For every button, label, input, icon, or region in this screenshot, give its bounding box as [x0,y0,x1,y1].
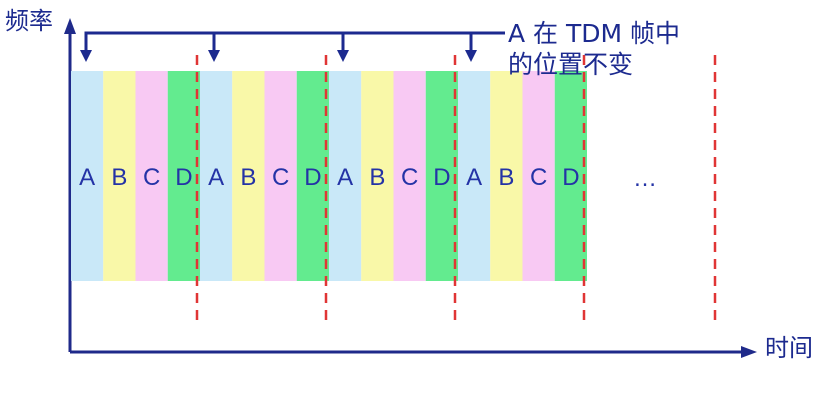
slot-c-frame-1 [135,71,168,281]
y-axis-label: 频率 [5,7,53,35]
slot-a-frame-2 [200,71,233,281]
y-axis-arrowhead [64,18,76,34]
frame-dividers [195,55,717,322]
bracket-arrow-3 [337,50,349,62]
slot-d-frame-1 [167,71,200,281]
a-position-bracket [80,31,505,62]
slot-b-frame-4 [490,71,523,281]
slot-label-c-frame-1: C [143,164,160,191]
bracket-arrow-1 [80,50,92,62]
slot-b-frame-3 [361,71,394,281]
x-axis-arrowhead [741,346,757,358]
slot-label-c-frame-3: C [401,164,418,191]
slot-d-frame-4 [554,71,587,281]
x-axis-label: 时间 [765,334,813,362]
slot-c-frame-2 [264,71,297,281]
slot-label-c-frame-2: C [272,164,289,191]
slot-label-d-frame-2: D [304,164,321,191]
slot-a-frame-1 [71,71,104,281]
slot-label-b-frame-1: B [111,164,127,191]
slot-label-d-frame-4: D [562,164,579,191]
slot-b-frame-1 [103,71,136,281]
bracket-arrow-4 [465,50,477,62]
slot-label-a-frame-2: A [208,164,224,191]
slot-label-a-frame-3: A [337,164,353,191]
slot-d-frame-3 [425,71,458,281]
slot-label-a-frame-4: A [466,164,482,191]
slot-label-a-frame-1: A [79,164,95,191]
slot-a-frame-3 [329,71,362,281]
annotation-line-1: A 在 TDM 帧中 [508,19,680,48]
bracket-arrow-2 [208,50,220,62]
slot-a-frame-4 [458,71,491,281]
slot-c-frame-3 [393,71,426,281]
slot-d-frame-2 [296,71,329,281]
slot-label-b-frame-4: B [498,164,514,191]
slot-label-d-frame-3: D [433,164,450,191]
slot-b-frame-2 [232,71,265,281]
annotation-line-2: 的位置不变 [508,50,633,79]
slot-label-d-frame-1: D [175,164,192,191]
slot-label-b-frame-2: B [240,164,256,191]
slot-label-b-frame-3: B [369,164,385,191]
slot-c-frame-4 [522,71,555,281]
slot-label-c-frame-4: C [530,164,547,191]
ellipsis: … [633,165,657,192]
